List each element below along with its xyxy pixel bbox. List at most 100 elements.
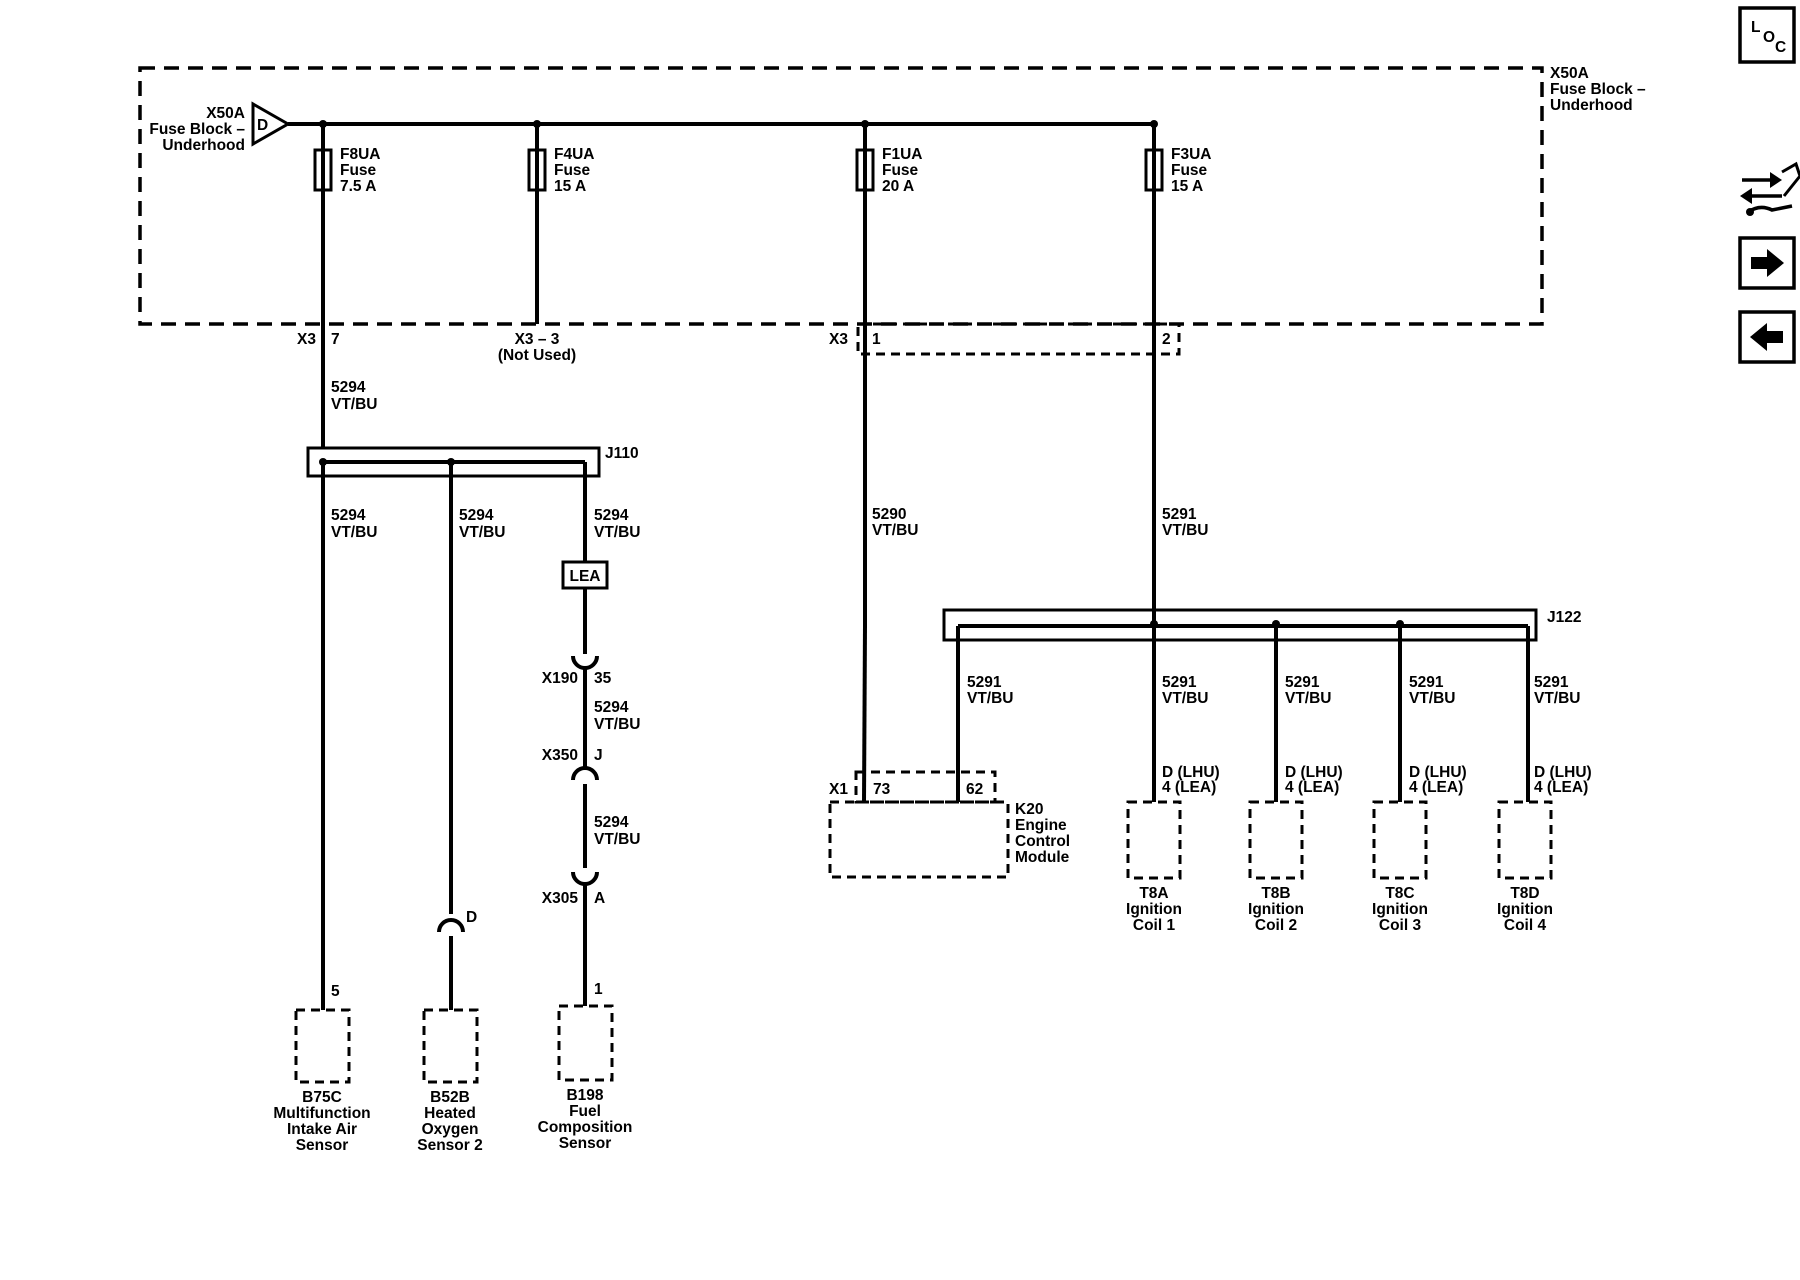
connector-swap-button[interactable] xyxy=(1740,161,1800,216)
location-icon[interactable] xyxy=(1738,6,1796,64)
fuse-f3ua-type: Fuse xyxy=(1171,162,1208,179)
location-button[interactable]: L O C xyxy=(1738,6,1796,64)
option-lea-label: LEA xyxy=(570,568,601,585)
component-b198-box xyxy=(557,1004,614,1082)
fuse-f8ua-rating: 7.5 A xyxy=(340,178,376,195)
component-b52b-name: Heated xyxy=(424,1105,476,1122)
fuse-block-left-name-line2: Underhood xyxy=(162,137,245,154)
component-t8a-id: T8A xyxy=(1139,885,1168,902)
wire-5294-x190-number: 5294 xyxy=(594,699,629,716)
fuse-block-name-line1: Fuse Block – xyxy=(1550,81,1646,98)
component-k20-name: Control xyxy=(1015,833,1070,850)
splice-pack-j122-label: J122 xyxy=(1547,609,1581,626)
wire-5291-t8a-color: VT/BU xyxy=(1162,690,1209,707)
splice-pack-j110-label: J110 xyxy=(605,445,639,462)
connector-x1-pin73: 73 xyxy=(873,781,891,798)
component-t8d-box xyxy=(1497,800,1553,880)
connector-x3-3-note: (Not Used) xyxy=(498,347,576,364)
connector-x3-pins-box xyxy=(856,322,1181,356)
coil-t8a-pin-line2: 4 (LEA) xyxy=(1162,779,1216,796)
inline-connector-x350-icon xyxy=(571,766,599,781)
connector-x3-pin2: 2 xyxy=(1162,331,1171,348)
fuse-f3ua-rating: 15 A xyxy=(1171,178,1203,195)
component-b75c-name: Multifunction xyxy=(273,1105,370,1122)
fuse-block-id: X50A xyxy=(1550,65,1589,82)
fuse-f8ua-type: Fuse xyxy=(340,162,377,179)
component-b52b-box xyxy=(422,1008,479,1084)
component-b198-name: Composition xyxy=(538,1119,633,1136)
wire-5294-x190-color: VT/BU xyxy=(594,716,641,733)
wire-5291-t8d-color: VT/BU xyxy=(1534,690,1581,707)
wire-5294-b198-number: 5294 xyxy=(594,507,629,524)
wire-5294-number: 5294 xyxy=(331,379,366,396)
arrow-left-icon xyxy=(1750,323,1783,351)
fuse-f3ua-id: F3UA xyxy=(1171,146,1211,163)
wire-5290-color: VT/BU xyxy=(872,522,919,539)
b52b-pin: D xyxy=(466,909,477,926)
component-b75c-box xyxy=(294,1008,351,1084)
wire-5294-b52b-color: VT/BU xyxy=(459,524,506,541)
component-b52b-name: Oxygen xyxy=(422,1121,479,1138)
coil-t8b-pin-line1: D (LHU) xyxy=(1285,764,1343,781)
fuse-block-name-line2: Underhood xyxy=(1550,97,1633,114)
feed-triangle-icon xyxy=(251,101,292,147)
location-icon-letter-o: O xyxy=(1763,29,1775,46)
component-t8c-name: Coil 3 xyxy=(1379,917,1422,934)
coil-t8d-pin-line2: 4 (LEA) xyxy=(1534,779,1588,796)
wire-5291-t8a-number: 5291 xyxy=(1162,674,1197,691)
location-icon-letter-l: L xyxy=(1751,19,1760,36)
wire-5291-t8b-number: 5291 xyxy=(1285,674,1320,691)
component-b198-name: Sensor xyxy=(559,1135,612,1152)
wire-5291-t8d-number: 5291 xyxy=(1534,674,1569,691)
component-t8a-name: Coil 1 xyxy=(1133,917,1176,934)
component-t8a-box xyxy=(1126,800,1182,880)
next-button[interactable] xyxy=(1738,236,1796,290)
component-k20-name: Engine xyxy=(1015,817,1067,834)
coil-t8a-pin-line1: D (LHU) xyxy=(1162,764,1220,781)
connector-x350-pin: J xyxy=(594,747,603,764)
component-b198-name: Fuel xyxy=(569,1103,601,1120)
wire-5294-x350-color: VT/BU xyxy=(594,831,641,848)
coil-t8c-pin-line2: 4 (LEA) xyxy=(1409,779,1463,796)
component-k20-name: Module xyxy=(1015,849,1070,866)
wire-5294-b198-color: VT/BU xyxy=(594,524,641,541)
component-t8c-name: Ignition xyxy=(1372,901,1428,918)
connector-x190-pin: 35 xyxy=(594,670,612,687)
wire-5291-t8c-color: VT/BU xyxy=(1409,690,1456,707)
connector-x350-label: X350 xyxy=(542,747,578,764)
previous-button[interactable] xyxy=(1738,310,1796,364)
coil-t8b-pin-line2: 4 (LEA) xyxy=(1285,779,1339,796)
component-t8b-name: Ignition xyxy=(1248,901,1304,918)
component-t8b-id: T8B xyxy=(1261,885,1290,902)
wire-5291-t8c-number: 5291 xyxy=(1409,674,1444,691)
wire-5294-color: VT/BU xyxy=(331,396,378,413)
fuse-f8ua-id: F8UA xyxy=(340,146,380,163)
inline-connector-x305-icon xyxy=(571,871,599,886)
wire-5290-number: 5290 xyxy=(872,506,906,523)
component-t8d-id: T8D xyxy=(1510,885,1539,902)
fuse-f4ua-id: F4UA xyxy=(554,146,594,163)
wire-5291-k20-color: VT/BU xyxy=(967,690,1014,707)
wire-5291-t8b-color: VT/BU xyxy=(1285,690,1332,707)
component-t8b-name: Coil 2 xyxy=(1255,917,1297,934)
component-b198-id: B198 xyxy=(566,1087,603,1104)
connector-x3-label-b: X3 xyxy=(829,331,848,348)
connector-swap-icon[interactable] xyxy=(1740,161,1800,216)
component-b75c-name: Sensor xyxy=(296,1137,349,1154)
connector-x3-label: X3 xyxy=(297,331,316,348)
connector-x3-3-label: X3 – 3 xyxy=(515,331,560,348)
wire-5291-color: VT/BU xyxy=(1162,522,1209,539)
fuse-f1ua-rating: 20 A xyxy=(882,178,914,195)
wire-5294-b75c-number: 5294 xyxy=(331,507,366,524)
connector-x305-label: X305 xyxy=(542,890,579,907)
fuse-f4ua-rating: 15 A xyxy=(554,178,586,195)
component-t8d-name: Coil 4 xyxy=(1504,917,1547,934)
b198-pin: 1 xyxy=(594,981,603,998)
arrow-right-icon xyxy=(1751,249,1784,277)
fuse-block-x50a: X50A Fuse Block – Underhood X50A Fuse Bl… xyxy=(138,65,1646,326)
b75c-pin: 5 xyxy=(331,983,340,1000)
fuse-f4ua-type: Fuse xyxy=(554,162,591,179)
wire-5294-b52b-number: 5294 xyxy=(459,507,494,524)
component-b52b-id: B52B xyxy=(430,1089,470,1106)
coil-t8c-pin-line1: D (LHU) xyxy=(1409,764,1467,781)
